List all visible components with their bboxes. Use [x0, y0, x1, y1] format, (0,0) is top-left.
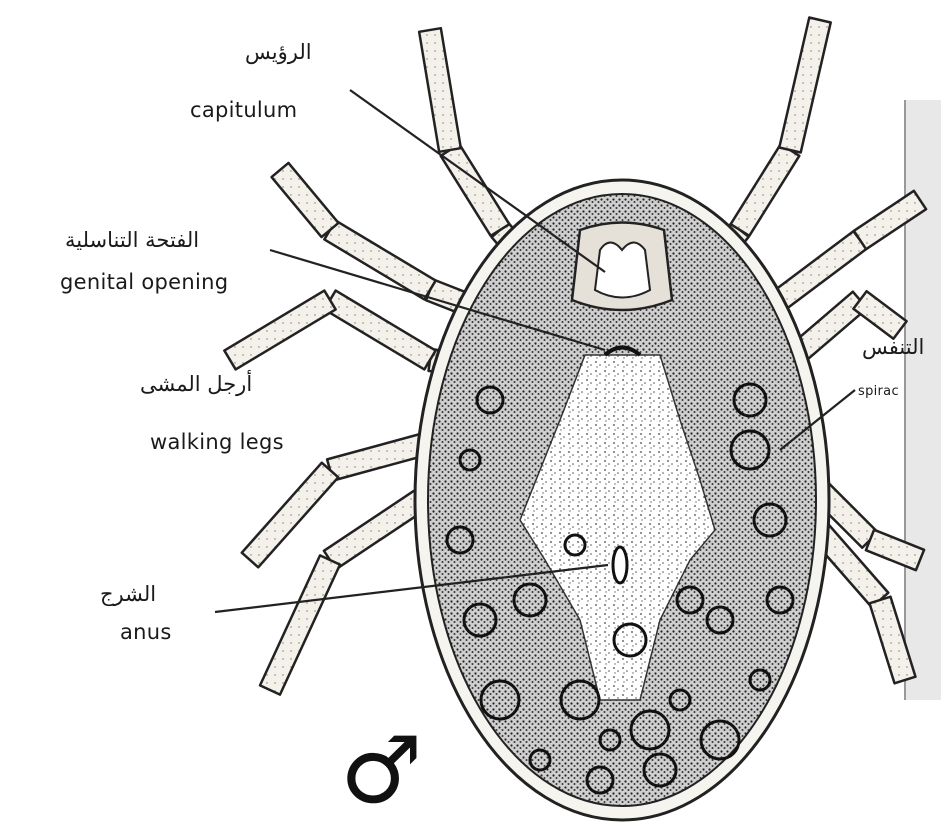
leg-segment — [731, 144, 800, 236]
walking-legs-label-en: walking legs — [150, 430, 284, 454]
walking-legs-label-ar: أرجل المشى — [140, 372, 252, 396]
spiracle-label-ar: التنفس — [862, 335, 924, 359]
leg-segment — [324, 291, 435, 370]
anus-label-en: anus — [120, 620, 172, 644]
leg-segment — [779, 18, 830, 153]
leg-segment — [419, 28, 461, 152]
leg-segment — [224, 291, 335, 370]
genital-opening-label-ar: الفتحة التناسلية — [65, 228, 199, 252]
leg-segment — [260, 555, 340, 694]
anus-label-ar: الشرج — [100, 582, 156, 606]
leg-segment — [272, 163, 339, 237]
leg-segment — [324, 221, 435, 300]
page-edge — [905, 100, 941, 700]
leg-segment — [441, 144, 510, 236]
spiracle-label-en: spirac — [858, 384, 899, 399]
capitulum-label-en: capitulum — [190, 98, 297, 122]
leg-segment — [324, 491, 426, 569]
male-symbol-icon: ♂ — [340, 725, 422, 817]
anus-opening — [613, 547, 627, 583]
capitulum-label-ar: الرؤيس — [245, 40, 312, 64]
leg-segment — [853, 291, 906, 339]
genital-opening-label-en: genital opening — [60, 270, 228, 294]
